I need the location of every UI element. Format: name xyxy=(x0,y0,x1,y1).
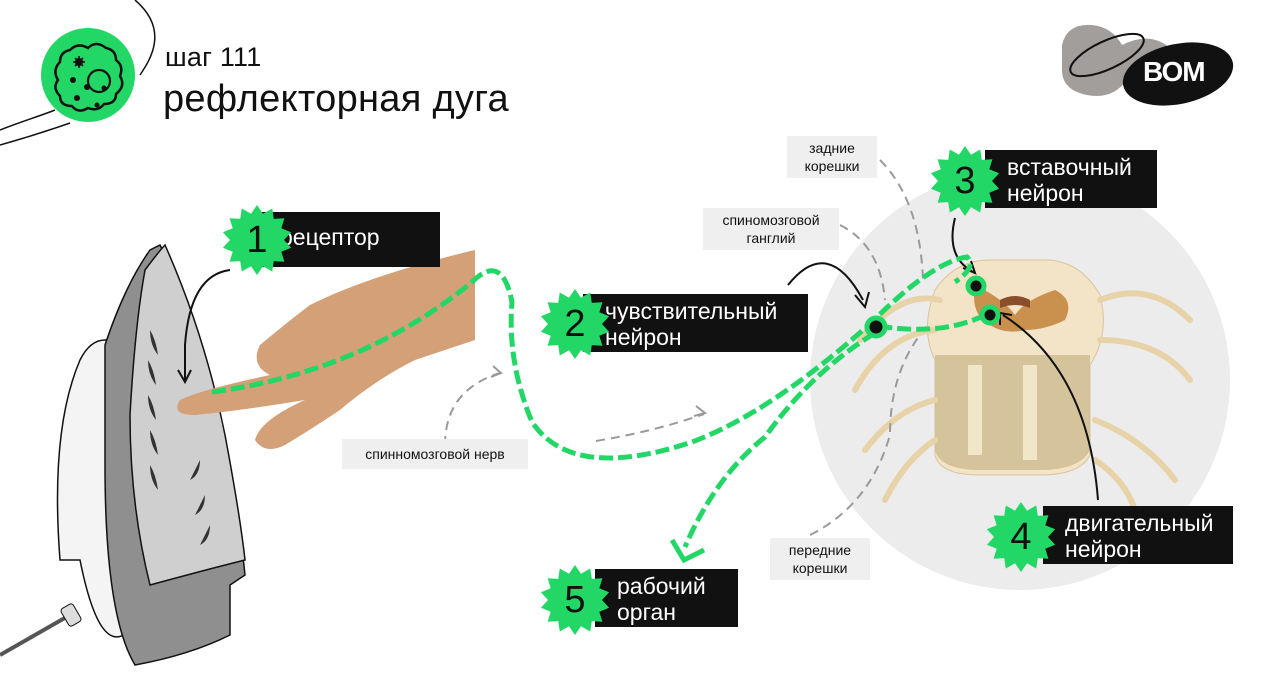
note-ventral-roots: передние корешки xyxy=(770,538,870,580)
starburst-badge-shape xyxy=(930,146,1000,216)
note-ganglion-line-1: спиномозговой xyxy=(722,212,820,228)
step-2-line-2: нейрон xyxy=(605,324,682,350)
step-3-label: вставочный нейрон xyxy=(985,150,1157,208)
note-spinal-nerve: спинномозговой нерв xyxy=(342,439,528,469)
iron-illustration xyxy=(0,243,246,666)
note-ganglion: спиномозговой ганглий xyxy=(703,208,839,250)
step-5-badge: 5 xyxy=(540,565,610,635)
pointer-arrows xyxy=(444,159,924,536)
note-spinal-nerve-line-1: спинномозговой нерв xyxy=(365,446,505,462)
logo-text: ВОМ xyxy=(1143,56,1206,87)
step-4-badge: 4 xyxy=(986,502,1056,572)
step-2-badge: 2 xyxy=(540,289,610,359)
cell-icon xyxy=(41,28,135,122)
step-5-line-1: рабочий xyxy=(617,573,706,599)
pacifier-logo-icon xyxy=(1062,24,1234,106)
step-5-line-2: орган xyxy=(617,599,676,625)
step-5-label: рабочий орган xyxy=(595,569,738,627)
step-1-label: рецептор xyxy=(258,212,440,267)
step-2-number: 2 xyxy=(564,303,586,345)
starburst-badge-shape xyxy=(222,205,292,275)
starburst-badge-shape xyxy=(540,289,610,359)
step-3-line-1: вставочный xyxy=(1007,154,1132,180)
note-ventral-roots-line-1: передние xyxy=(788,542,852,558)
spinal-cord-illustration xyxy=(852,259,1193,513)
note-dorsal-roots-line-2: корешки xyxy=(804,158,860,174)
step-3-number: 3 xyxy=(954,160,976,202)
note-ventral-roots-line-2: корешки xyxy=(792,560,848,576)
step-2-label: чувствительный нейрон xyxy=(583,294,808,352)
reflex-arc-path xyxy=(211,254,987,548)
step-4-line-2: нейрон xyxy=(1065,536,1142,562)
decorative-curve xyxy=(0,122,71,146)
step-1-number: 1 xyxy=(246,219,268,261)
step-4-line-1: двигательный xyxy=(1065,510,1214,536)
step-1-badge: 1 xyxy=(222,205,292,275)
neuron-nodes xyxy=(864,275,1001,339)
starburst-badge-shape xyxy=(540,565,610,635)
step-label: шаг 111 xyxy=(165,42,262,72)
note-dorsal-roots: задние корешки xyxy=(787,136,877,178)
starburst-badge-shape xyxy=(986,502,1056,572)
decorative-curve xyxy=(134,0,156,76)
page-title: рефлекторная дуга xyxy=(163,78,509,120)
arc-end-arrow xyxy=(669,538,706,564)
step-5-number: 5 xyxy=(564,579,586,621)
arrow-heads xyxy=(490,365,708,417)
note-ganglion-line-2: ганглий xyxy=(746,230,796,246)
decorative-curve xyxy=(0,109,56,131)
note-dorsal-roots-line-1: задние xyxy=(809,140,855,156)
step-4-label: двигательный нейрон xyxy=(1043,506,1233,564)
step-2-line-1: чувствительный xyxy=(605,298,778,324)
step-3-line-2: нейрон xyxy=(1007,180,1084,206)
step-3-badge: 3 xyxy=(930,146,1000,216)
step-1-line-1: рецептор xyxy=(280,224,380,250)
step-4-number: 4 xyxy=(1010,516,1032,558)
hand-illustration xyxy=(177,250,475,449)
